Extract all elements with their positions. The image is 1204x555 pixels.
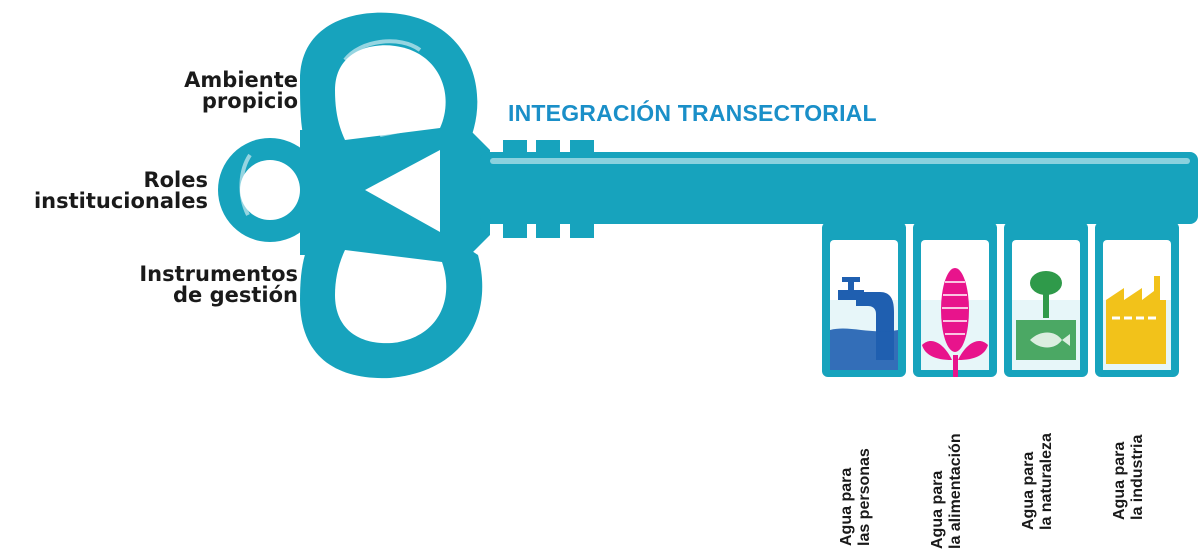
tooth-label-line: la industria xyxy=(1129,434,1147,520)
diagram-title: INTEGRACIÓN TRANSECTORIAL xyxy=(508,100,877,126)
tooth-label-line: Agua para xyxy=(838,467,855,546)
label-line: Roles xyxy=(143,168,208,192)
label-roles-institucionales: Roles institucionales xyxy=(34,170,208,212)
tooth-label-line: Agua para xyxy=(929,470,946,549)
tree-fish-icon xyxy=(1016,271,1076,360)
label-instrumentos-gestion: Instrumentos de gestión xyxy=(139,264,298,306)
key-handle xyxy=(218,12,490,379)
label-line: propicio xyxy=(201,89,298,113)
tooth-label-line: la naturaleza xyxy=(1038,433,1056,530)
label-line: de gestión xyxy=(173,283,298,307)
tooth-label-naturaleza: Agua para la naturaleza xyxy=(1020,433,1057,530)
tooth-label-industria: Agua para la industria xyxy=(1111,435,1148,520)
tooth-label-line: Agua para xyxy=(1020,451,1037,530)
key-shaft xyxy=(480,140,1198,238)
tooth-label-line: la alimentación xyxy=(947,433,965,549)
label-line: Ambiente xyxy=(184,68,298,92)
water-tap-icon xyxy=(830,277,898,370)
label-ambiente-propicio: Ambiente propicio xyxy=(184,70,298,112)
label-line: Instrumentos xyxy=(139,262,298,286)
label-line: institucionales xyxy=(33,189,208,213)
corn-icon xyxy=(922,268,988,377)
tooth-label-line: Agua para xyxy=(1111,441,1128,520)
tooth-label-alimentacion: Agua para la alimentación xyxy=(929,433,966,549)
factory-icon xyxy=(1106,276,1166,364)
tooth-label-personas: Agua para las personas xyxy=(838,448,875,546)
tooth-label-line: las personas xyxy=(856,448,874,546)
